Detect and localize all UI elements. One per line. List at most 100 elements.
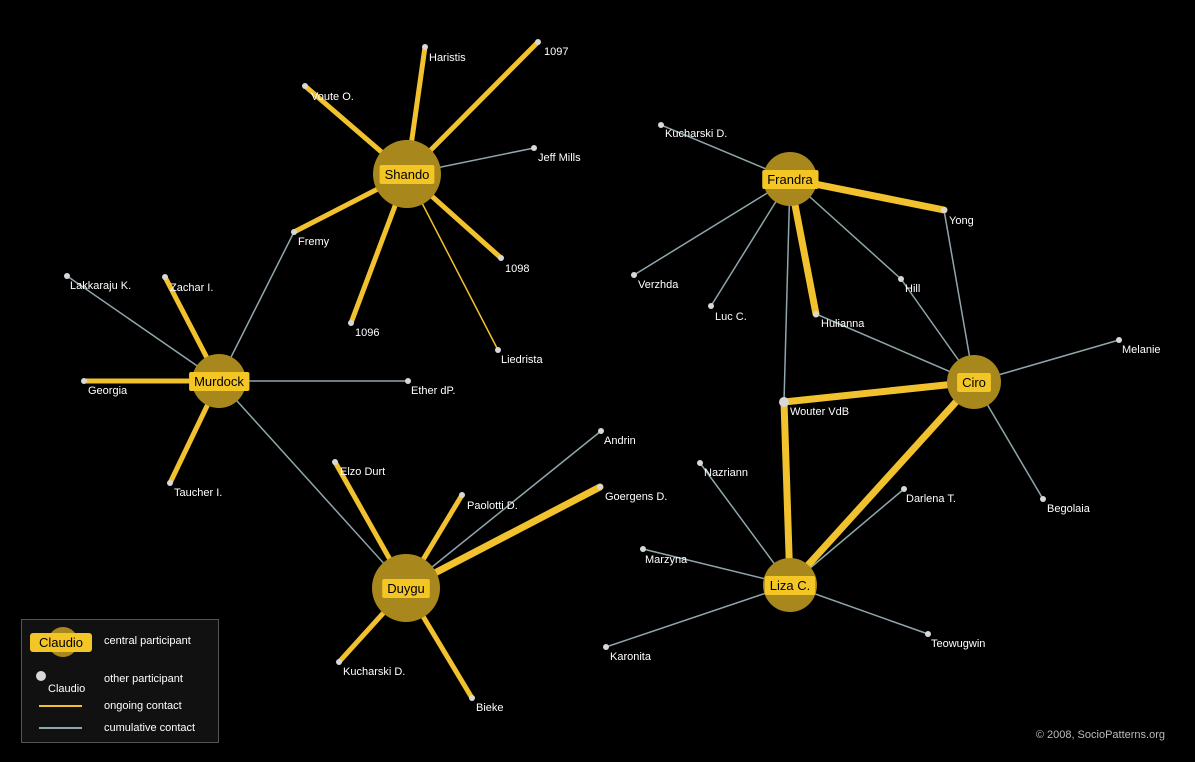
participant-dot (167, 480, 173, 486)
participant-node[interactable]: Hill (898, 276, 920, 295)
participant-node[interactable]: Fremy (291, 229, 330, 248)
participant-node[interactable]: Taucher I. (167, 480, 222, 499)
participant-label: Marzyna (645, 554, 688, 566)
central-label: Duygu (387, 581, 425, 596)
participant-node[interactable]: Kucharski D. (336, 659, 405, 678)
central-participant-node[interactable]: Duygu (372, 554, 440, 622)
participant-dot (925, 631, 931, 637)
cumulative-contact-edge (218, 380, 407, 589)
participant-label: Ether dP. (411, 385, 455, 397)
participant-label: Verzhda (638, 279, 679, 291)
participant-node[interactable]: 1098 (498, 255, 529, 275)
cumulative-contact-edge (633, 178, 791, 276)
participant-dot (336, 659, 342, 665)
participant-node[interactable]: Darlena T. (901, 486, 956, 505)
central-participant-node[interactable]: Frandra (762, 152, 819, 206)
participant-label: Georgia (88, 385, 128, 397)
central-label: Shando (385, 167, 430, 182)
participant-label: Bieke (476, 702, 504, 714)
participant-dot (898, 276, 904, 282)
participant-node[interactable]: Jeff Mills (531, 145, 581, 164)
participant-label: Haristis (429, 52, 466, 64)
participant-node[interactable]: Begolaia (1040, 496, 1091, 515)
participant-label: Hulianna (821, 318, 865, 330)
participant-dot (901, 486, 907, 492)
participant-label: Goergens D. (605, 491, 667, 503)
participant-dot (302, 83, 308, 89)
participant-node[interactable]: Verzhda (631, 272, 679, 291)
participant-label: Darlena T. (906, 493, 956, 505)
participant-dot (291, 229, 297, 235)
participant-dot (941, 207, 947, 213)
legend-other-label: other participant (104, 673, 183, 685)
cumulative-contact-edge (815, 313, 975, 383)
legend-central-badge (30, 633, 92, 652)
central-participant-node[interactable]: Murdock (189, 354, 250, 408)
central-label-badge (762, 170, 819, 189)
participant-dot (597, 484, 603, 490)
cumulative-contact-edge (943, 209, 975, 383)
participant-dot (162, 274, 168, 280)
legend-cumulative-label: cumulative contact (104, 722, 196, 734)
participant-label: Karonita (610, 651, 652, 663)
participant-label: Kucharski D. (343, 666, 405, 678)
participant-label: Melanie (1122, 344, 1161, 356)
participant-node[interactable]: Haristis (422, 44, 466, 64)
participant-dot (813, 311, 819, 317)
participant-node[interactable]: Voute O. (302, 83, 354, 103)
participant-dot (531, 145, 537, 151)
participant-node[interactable]: Goergens D. (597, 484, 667, 503)
participant-node[interactable]: Bieke (469, 695, 504, 714)
participant-node[interactable]: 1096 (348, 320, 379, 339)
participant-node[interactable]: Paolotti D. (459, 492, 518, 512)
ongoing-contact-edge (780, 398, 794, 589)
participant-node[interactable]: 1097 (535, 39, 568, 58)
participant-node[interactable]: Lakkaraju K. (64, 273, 131, 292)
central-label-badge (764, 576, 816, 595)
central-participant-node[interactable]: Shando (373, 140, 441, 208)
ongoing-contact-edge (402, 483, 604, 592)
central-label-badge (189, 372, 250, 391)
participant-dot (708, 303, 714, 309)
participant-label: Wouter VdB (790, 406, 849, 418)
participant-node[interactable]: Zachar I. (162, 274, 213, 294)
participant-label: 1097 (544, 46, 568, 58)
central-label: Frandra (767, 172, 813, 187)
participant-node[interactable]: Ether dP. (405, 378, 455, 397)
participant-label: Paolotti D. (467, 500, 518, 512)
participant-dot (779, 397, 789, 407)
participant-node[interactable]: Kucharski D. (658, 122, 727, 140)
participant-node[interactable]: Wouter VdB (779, 397, 849, 418)
participant-node[interactable]: Karonita (603, 644, 652, 663)
participant-label: Kucharski D. (665, 128, 727, 140)
participant-label: Elzo Durt (340, 466, 385, 478)
participant-node[interactable]: Luc C. (708, 303, 747, 323)
participant-dot (640, 546, 646, 552)
cumulative-contact-edge (405, 430, 602, 589)
participant-node[interactable]: Yong (941, 207, 974, 227)
participant-dot (459, 492, 465, 498)
participant-node[interactable]: Melanie (1116, 337, 1161, 356)
participant-label: Zachar I. (170, 282, 213, 294)
participant-node[interactable]: Georgia (81, 378, 128, 397)
central-participant-node[interactable]: Ciro (947, 355, 1001, 409)
participant-node[interactable]: Liedrista (495, 347, 543, 366)
legend: Claudio Claudio central participant othe… (21, 619, 219, 743)
participant-node[interactable]: Hulianna (813, 311, 865, 330)
participant-dot (348, 320, 354, 326)
participant-label: Luc C. (715, 311, 747, 323)
participant-dot (495, 347, 501, 353)
central-participant-node[interactable]: Liza C. (763, 558, 817, 612)
cumulative-contact-edge (218, 231, 295, 382)
participant-node[interactable]: Nazriann (697, 460, 748, 479)
participant-node[interactable]: Teowugwin (925, 631, 985, 650)
central-label-badge (382, 579, 430, 598)
participant-node[interactable]: Andrin (598, 428, 636, 447)
participant-label: 1096 (355, 327, 379, 339)
copyright-footer: © 2008, SocioPatterns.org (1035, 729, 1165, 741)
participant-node[interactable]: Marzyna (640, 546, 688, 566)
participant-node[interactable]: Elzo Durt (332, 459, 385, 478)
cumulative-contact-edge (783, 178, 791, 403)
participant-dot (498, 255, 504, 261)
